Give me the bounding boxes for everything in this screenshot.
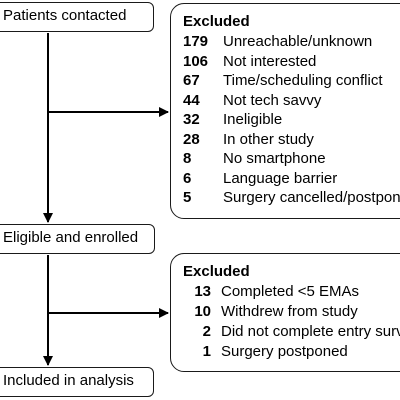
- excluded-1-row: 106 Not interested: [183, 52, 400, 72]
- excluded-count: 32: [183, 111, 200, 128]
- excluded-count: 6: [183, 169, 192, 187]
- excluded-reason: Did not complete entry survey: [221, 323, 400, 340]
- excluded-count: 5: [183, 189, 192, 206]
- excluded-count: 44: [183, 91, 200, 109]
- excluded-count: 1: [202, 343, 211, 360]
- excluded-count: 28: [183, 130, 200, 148]
- excluded-2-row: 1 Surgery postponed: [183, 342, 400, 362]
- excluded-reason: Completed <5 EMAs: [221, 283, 359, 300]
- patients-contacted-box: Patients contacted: [0, 2, 154, 32]
- excluded-1-row: 6 Language barrier: [183, 169, 400, 189]
- excluded-count: 10: [194, 303, 211, 320]
- excluded-2-row: 13 Completed <5 EMAs: [183, 282, 400, 302]
- excluded-reason: No smartphone: [223, 150, 326, 167]
- excluded-reason: Surgery postponed: [221, 343, 348, 360]
- excluded-2-row: 10 Withdrew from study: [183, 302, 400, 322]
- excluded-count: 67: [183, 72, 200, 89]
- excluded-box-1: Excluded 179 Unreachable/unknown 106 Not i…: [170, 3, 400, 219]
- excluded-reason: Withdrew from study: [221, 303, 358, 320]
- eligible-enrolled-label: Eligible and enrolled: [3, 229, 139, 246]
- excluded-1-row: 44 Not tech savvy: [183, 91, 400, 111]
- patients-contacted-label: Patients contacted: [3, 7, 127, 24]
- excluded-1-row: 8 No smartphone: [183, 149, 400, 169]
- excluded-box-2: Excluded 13 Completed <5 EMAs 10 Withdrew …: [170, 253, 400, 372]
- excluded-count: 106: [183, 52, 209, 70]
- excluded-count: 13: [194, 283, 211, 300]
- excluded-reason: In other study: [223, 130, 314, 148]
- excluded-reason: Not interested: [223, 52, 317, 70]
- excluded-1-row: 28 In other study: [183, 130, 400, 150]
- excluded-1-row: 5 Surgery cancelled/postponed: [183, 188, 400, 208]
- excluded-1-row: 32 Ineligible: [183, 110, 400, 130]
- eligible-enrolled-box: Eligible and enrolled: [0, 224, 155, 254]
- excluded-reason: Not tech savvy: [223, 91, 322, 109]
- excluded-1-title: Excluded: [183, 13, 250, 30]
- included-analysis-box: Included in analysis: [0, 367, 154, 397]
- excluded-count: 2: [202, 323, 211, 340]
- excluded-reason: Unreachable/unknown: [223, 33, 373, 50]
- excluded-reason: Surgery cancelled/postponed: [223, 189, 400, 206]
- included-analysis-label: Included in analysis: [3, 372, 134, 389]
- excluded-count: 179: [183, 33, 209, 50]
- excluded-count: 8: [183, 150, 192, 167]
- excluded-1-row: 67 Time/scheduling conflict: [183, 71, 400, 91]
- excluded-reason: Language barrier: [223, 169, 338, 187]
- excluded-2-row: 2 Did not complete entry survey: [183, 322, 400, 342]
- excluded-reason: Time/scheduling conflict: [223, 72, 383, 89]
- excluded-2-title: Excluded: [183, 263, 250, 280]
- excluded-reason: Ineligible: [223, 111, 283, 128]
- excluded-1-row: 179 Unreachable/unknown: [183, 32, 400, 52]
